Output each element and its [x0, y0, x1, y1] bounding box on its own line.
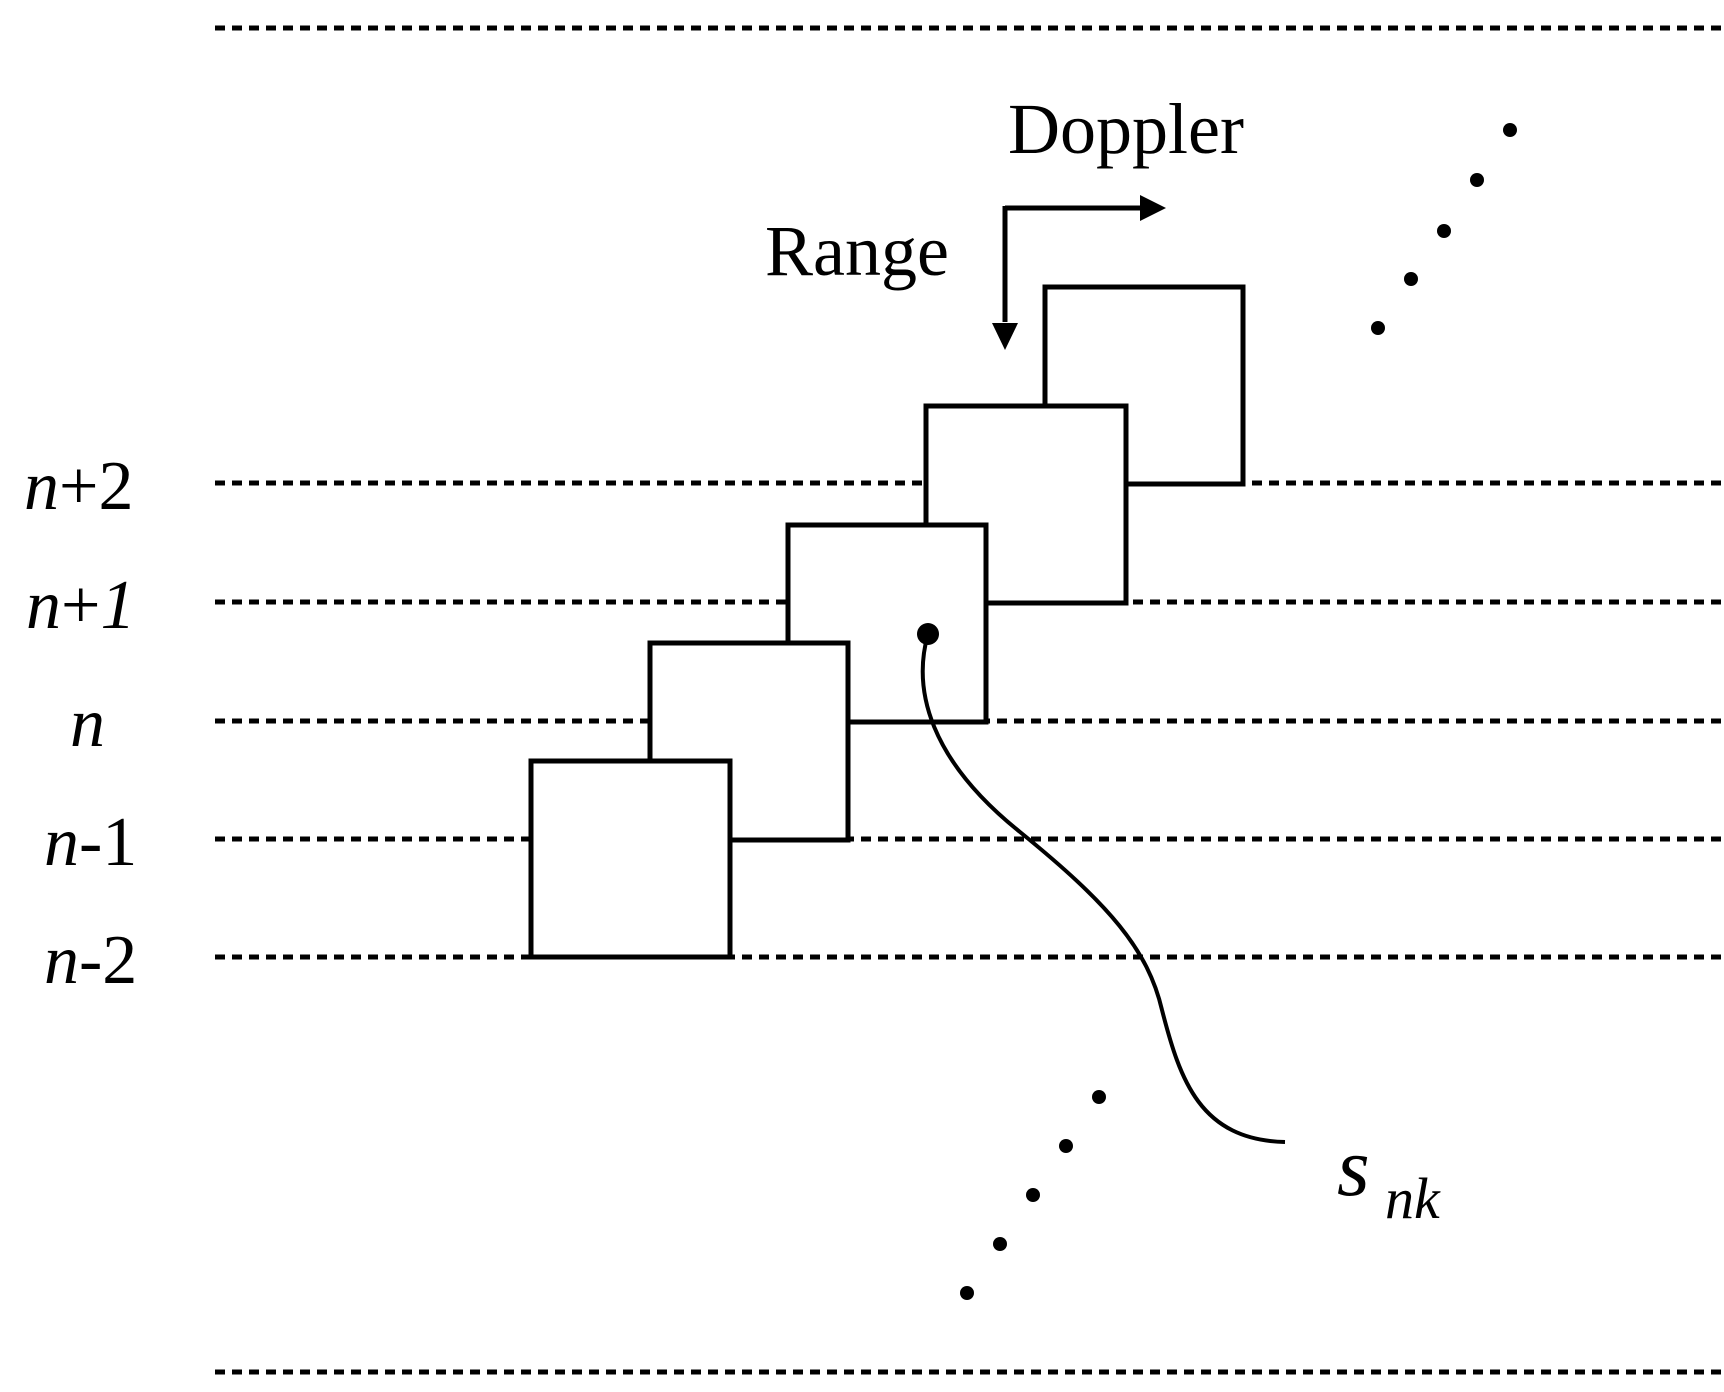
ellipsis-dot	[1404, 272, 1418, 286]
sample-symbol-subscript-text: nk	[1385, 1166, 1441, 1231]
ellipsis-dot	[1470, 173, 1484, 187]
cell-4	[923, 403, 1129, 606]
ellipsis-dot	[1092, 1090, 1106, 1104]
sample-symbol-subscript: nk	[1385, 1166, 1441, 1231]
row-label-suffix: +2	[59, 448, 133, 525]
doppler-arrowhead-icon	[1140, 195, 1166, 221]
row-label-n-minus-1: n-1	[44, 804, 137, 881]
leader-curve	[920, 633, 1286, 1144]
doppler-label: Doppler	[1008, 89, 1244, 169]
ellipsis-dot	[1059, 1139, 1073, 1153]
row-labels: n+2 n+1 n n-1 n-2	[24, 448, 137, 999]
range-label: Range	[765, 211, 949, 291]
row-label-var: n	[44, 922, 79, 999]
row-label-n-plus-1: n+1	[26, 567, 135, 644]
ellipsis-dot	[1371, 321, 1385, 335]
row-label-var: n	[70, 685, 105, 762]
row-label-var: n	[44, 804, 79, 881]
row-label-suffix: -2	[79, 922, 137, 999]
ellipsis-dot	[1437, 224, 1451, 238]
row-label-var: n	[24, 448, 59, 525]
ellipsis-dot	[960, 1286, 974, 1300]
row-label-n-minus-2: n-2	[44, 922, 137, 999]
sample-symbol: s	[1337, 1121, 1370, 1214]
ellipsis-dot	[1026, 1188, 1040, 1202]
row-label-suffix: -1	[79, 804, 137, 881]
row-label-n-plus-2: n+2	[24, 448, 133, 525]
row-label-suffix-one: 1	[100, 567, 135, 644]
ellipsis-dot	[993, 1237, 1007, 1251]
range-arrowhead-icon	[992, 323, 1018, 350]
row-label-n: n	[70, 685, 105, 762]
sample-symbol-main: s	[1337, 1121, 1370, 1214]
row-label-var: n	[26, 567, 61, 644]
cell-1	[528, 758, 733, 960]
cell-stack	[528, 284, 1246, 960]
ellipsis-lower	[960, 1090, 1106, 1300]
ellipsis-dot	[1503, 123, 1517, 137]
ellipsis-upper	[1371, 123, 1517, 335]
row-label-suffix-plus: +	[61, 567, 100, 644]
axis-arrows	[992, 195, 1166, 350]
